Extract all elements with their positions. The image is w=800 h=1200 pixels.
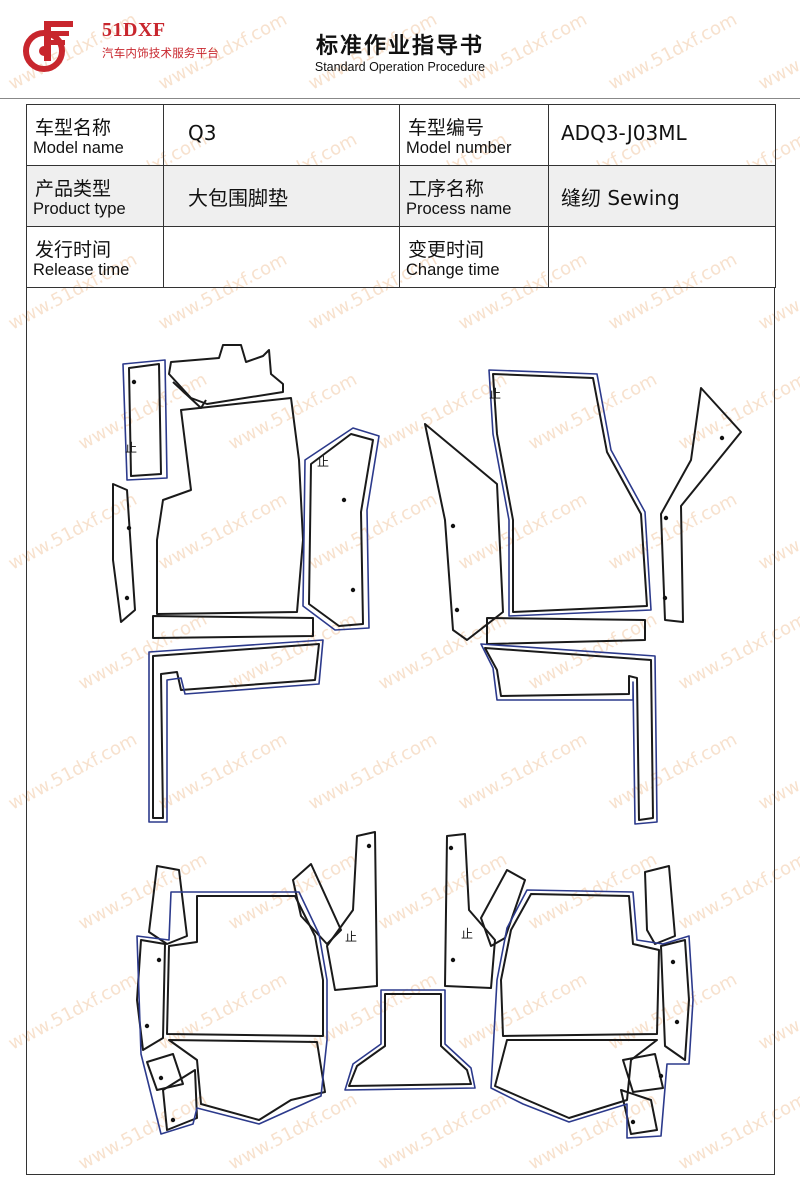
pattern-marker-dot: [170, 1117, 176, 1123]
pattern-piece-fr-side: [660, 387, 742, 623]
pattern-marker-dot: [350, 587, 356, 593]
pattern-piece-fl-small-strip: [128, 363, 162, 477]
pattern-piece-fr-main: [492, 373, 648, 613]
pattern-drawing: 止止止止止: [112, 344, 742, 1139]
pattern-marker-dot: [144, 1023, 150, 1029]
pattern-piece-fr-bar: [486, 617, 646, 645]
stop-marker: 止: [317, 455, 329, 469]
header-divider: [0, 98, 800, 99]
pattern-marker-dot: [719, 435, 725, 441]
pattern-marker-dot: [158, 1075, 164, 1081]
stop-markers: 止止止止止: [125, 387, 501, 944]
logo: 51DXF 汽车内饰技术服务平台: [22, 17, 232, 77]
pattern-piece-rl-flap: [292, 863, 342, 945]
release-time-value: [163, 226, 400, 288]
seam-line-fr-rail: [480, 643, 658, 825]
pattern-marker-dots: [124, 379, 725, 1125]
info-row-product: 产品类型 Product type 大包围脚垫 工序名称 Process nam…: [26, 165, 776, 227]
pattern-marker-dot: [126, 525, 132, 531]
document-subtitle: Standard Operation Procedure: [314, 60, 486, 74]
pattern-piece-rr-side: [660, 939, 690, 1061]
change-time-label: 变更时间 Change time: [399, 226, 549, 288]
pattern-marker-dot: [124, 595, 130, 601]
pattern-piece-rr-flap: [480, 869, 526, 947]
pattern-marker-dot: [674, 1019, 680, 1025]
pattern-piece-rr-lower: [494, 1039, 658, 1119]
pattern-piece-fl-side-strip: [112, 483, 136, 623]
pattern-piece-fl-bar: [152, 615, 314, 639]
pattern-piece-rl-corner: [148, 865, 188, 945]
document-title: 标准作业指导书: [315, 34, 484, 59]
model-name-label: 车型名称 Model name: [26, 104, 164, 166]
model-name-value: Q3: [163, 104, 400, 166]
pattern-marker-dot: [450, 523, 456, 529]
pattern-piece-fl-main: [156, 397, 304, 615]
pattern-piece-rr-corner: [644, 865, 676, 945]
process-name-label: 工序名称 Process name: [399, 165, 549, 227]
pattern-marker-dot: [630, 1119, 636, 1125]
pattern-marker-dot: [454, 607, 460, 613]
model-number-label: 车型编号 Model number: [399, 104, 549, 166]
model-number-value: ADQ3-J03ML: [548, 104, 776, 166]
change-time-value: [548, 226, 776, 288]
product-type-value: 大包围脚垫: [163, 165, 400, 227]
process-name-value: 缝纫 Sewing: [548, 165, 776, 227]
logo-tagline: 汽车内饰技术服务平台: [102, 46, 219, 60]
pattern-marker-dot: [156, 957, 162, 963]
pattern-piece-rr-main: [500, 893, 660, 1037]
pattern-marker-dot: [670, 959, 676, 965]
seam-line-rr-main: [490, 889, 694, 1139]
stop-marker: 止: [489, 387, 501, 401]
pattern-piece-rl-pillar: [326, 831, 378, 991]
pattern-piece-fr-rail: [484, 647, 654, 821]
pattern-piece-center-hump: [348, 993, 472, 1087]
logo-mark: [23, 21, 73, 72]
logo-brand: 51DXF: [102, 19, 166, 41]
stop-marker: 止: [125, 441, 137, 455]
seam-line-fl-sill: [302, 427, 380, 631]
pattern-piece-fl-rail: [152, 643, 320, 819]
pattern-marker-dot: [448, 845, 454, 851]
pattern-marker-dot: [131, 379, 137, 385]
pattern-marker-dot: [662, 595, 668, 601]
pattern-piece-rl-side: [136, 939, 166, 1051]
product-type-label: 产品类型 Product type: [26, 165, 164, 227]
info-row-time: 发行时间 Release time 变更时间 Change time: [26, 226, 776, 288]
pattern-drawing-area: 止止止止止: [26, 287, 775, 1175]
stop-marker: 止: [345, 930, 357, 944]
watermark-text: www.51dxf.com: [755, 9, 800, 94]
pattern-piece-rl-lower: [168, 1039, 326, 1121]
pattern-marker-dot: [450, 957, 456, 963]
pattern-piece-rr-pillar: [444, 833, 496, 989]
info-table: 车型名称 Model name Q3 车型编号 Model number ADQ…: [26, 104, 776, 288]
stop-marker: 止: [461, 927, 473, 941]
seam-line-center: [344, 989, 476, 1091]
pattern-piece-rl-heel-b: [162, 1069, 198, 1131]
pattern-piece-fl-upper-cut: [168, 344, 284, 405]
seam-line-rl-main: [136, 891, 328, 1135]
pattern-piece-fl-sill: [308, 433, 374, 627]
pattern-piece-rl-heel-a: [146, 1053, 184, 1091]
info-row-model: 车型名称 Model name Q3 车型编号 Model number ADQ…: [26, 104, 776, 166]
pattern-marker-dot: [658, 1073, 664, 1079]
seam-line-fr-main: [488, 369, 652, 617]
pattern-marker-dot: [663, 515, 669, 521]
pattern-marker-dot: [366, 843, 372, 849]
pattern-piece-fr-sill: [424, 423, 504, 641]
seam-line-fl-strip: [122, 359, 168, 481]
seam-line-fl-rail: [148, 639, 324, 823]
watermark-text: www.51dxf.com: [605, 9, 741, 94]
release-time-label: 发行时间 Release time: [26, 226, 164, 288]
pattern-piece-rr-heel-a: [622, 1053, 664, 1093]
pattern-piece-rl-main: [166, 895, 324, 1037]
pattern-marker-dot: [341, 497, 347, 503]
